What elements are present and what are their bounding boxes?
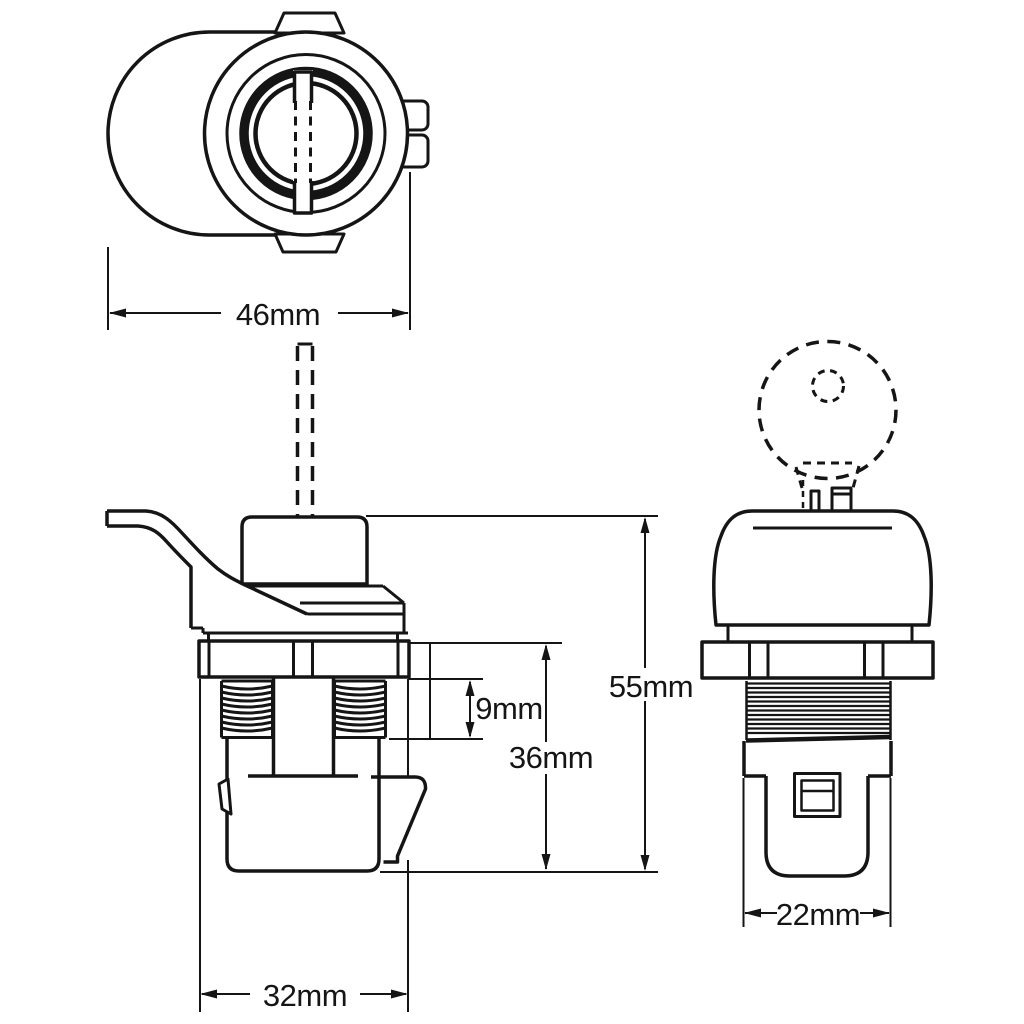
- dim-label-body-width: 22mm: [776, 897, 860, 932]
- left-snap-tab: [217, 777, 233, 816]
- side-nut-facets: [748, 642, 885, 678]
- keyway-post-right: [830, 486, 853, 511]
- dim-label-overall-height: 55mm: [609, 669, 693, 704]
- dust-cover-flag-fill: [107, 511, 309, 634]
- side-nut: [700, 640, 935, 680]
- lever-bottom-edge: [107, 524, 193, 628]
- knob-cap: [240, 515, 369, 586]
- dimension-nut-width: 32mm: [200, 978, 408, 1013]
- arrow-right-22: [873, 908, 890, 918]
- arrow-left: [109, 308, 126, 318]
- key-slot-hidden-edges: [294, 101, 312, 183]
- dimension-top-width: 46mm: [107, 172, 411, 332]
- lever-top-edge: [107, 509, 308, 616]
- terminal-inner-square: [800, 779, 835, 812]
- key-blade-hidden: [295, 346, 315, 516]
- top-view: [106, 11, 430, 254]
- side-body-column: [764, 776, 870, 878]
- arrow-up-55: [640, 517, 650, 533]
- side-view-with-key: 22mm: [700, 339, 935, 932]
- dimension-overall-height: 55mm: [609, 517, 694, 871]
- rotor-plates: [242, 584, 406, 633]
- arrow-right-32: [391, 989, 408, 999]
- side-knob-dome: [712, 509, 933, 627]
- arrow-left-22: [744, 908, 761, 918]
- dim-label-nut-width: 32mm: [263, 978, 347, 1013]
- front-body: [225, 738, 381, 873]
- key-slot-bottom: [292, 181, 314, 215]
- bottom-tab: [273, 232, 346, 254]
- dimension-body-width: 22mm: [742, 778, 892, 932]
- arrow-up-36: [541, 644, 551, 660]
- dimension-below-panel: 36mm: [509, 644, 594, 870]
- dim-label-below-panel: 36mm: [509, 740, 593, 775]
- top-tab: [273, 11, 346, 35]
- side-threads: [745, 681, 892, 743]
- dim-label-top-width: 46mm: [236, 297, 320, 332]
- arrow-down-9: [465, 722, 475, 738]
- arrow-down-36: [541, 854, 551, 870]
- ext-lines-22: [742, 778, 892, 927]
- key-slot-top: [292, 70, 314, 103]
- arrow-up-9: [465, 680, 475, 696]
- dimension-thread-length: 9mm: [465, 680, 543, 738]
- arrow-left-32: [200, 989, 217, 999]
- dim-label-thread-length: 9mm: [475, 691, 542, 726]
- key-neck-hidden: [794, 461, 861, 489]
- centre-column: [248, 677, 358, 778]
- side-body-shoulders: [742, 741, 893, 778]
- key-head-outline: [757, 339, 898, 481]
- right-snap-wing: [371, 775, 428, 864]
- front-threads-left: [220, 679, 274, 739]
- side-neck-band: [726, 625, 914, 642]
- front-threads-right: [333, 679, 387, 739]
- front-view: [105, 342, 428, 873]
- front-nut: [197, 639, 411, 679]
- right-snap-wing-fill: [371, 776, 427, 861]
- keyway-post-left: [809, 489, 821, 511]
- arrow-right: [392, 308, 409, 318]
- flag-foot: [191, 626, 205, 633]
- key-head-hole: [811, 369, 845, 403]
- key-slot-mask: [293, 70, 313, 215]
- arrow-down-55: [640, 855, 650, 871]
- dimension-lines-centre: 9mm 36mm 55mm 32mm: [199, 515, 694, 1013]
- front-nut-facets: [207, 641, 400, 677]
